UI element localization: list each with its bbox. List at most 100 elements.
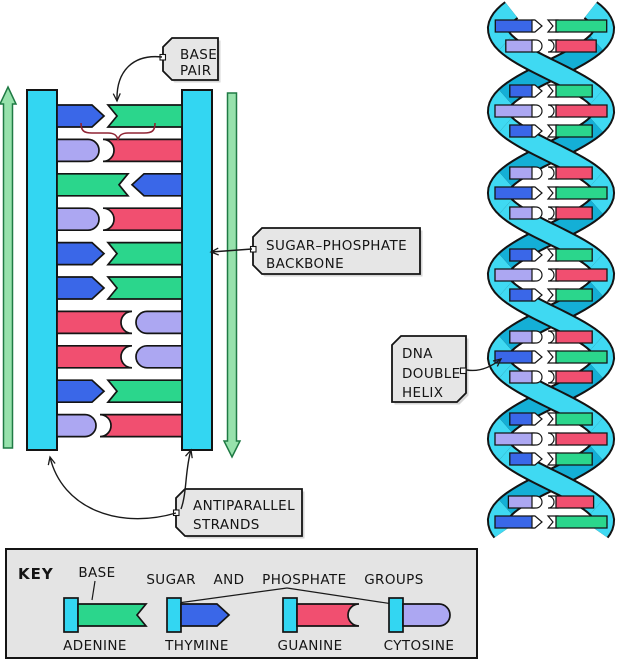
- key-groups-label: SUGAR AND PHOSPHATE GROUPS: [146, 572, 423, 588]
- ladder-base-adenine: [106, 241, 183, 266]
- ladder-diagram: [0, 85, 242, 459]
- key-box: KEY BASE SUGAR AND PHOSPHATE GROUPS ADEN…: [5, 548, 478, 659]
- antiparallel-label-line2: STRANDS: [193, 517, 260, 533]
- ladder-base-cytosine: [135, 310, 183, 335]
- ladder-base-cytosine: [135, 344, 183, 369]
- ladder-base-thymine: [56, 241, 106, 266]
- key-entry-label-guanine: GUANINE: [277, 638, 342, 654]
- dna-helix-label-line3: HELIX: [402, 385, 443, 401]
- helix-base-adenine: [555, 84, 593, 98]
- helix-base-thymine: [509, 248, 535, 262]
- helix-base-guanine: [555, 330, 593, 344]
- antiparallel-pointer-arrow-right: [180, 450, 191, 510]
- antiparallel-pointer-arrow-left: [50, 457, 177, 520]
- backbone-label-line1: SUGAR–PHOSPHATE: [266, 238, 407, 254]
- key-groups-pointer-line-left: [177, 587, 288, 604]
- helix-base-adenine: [555, 186, 608, 200]
- key-base-label: BASE: [78, 565, 115, 581]
- helix-sugar-connector: [531, 248, 543, 262]
- ladder-base-cytosine: [56, 413, 97, 438]
- left-strand-direction-arrow: [0, 85, 18, 449]
- helix-base-thymine: [494, 350, 535, 364]
- ladder-base-adenine: [56, 172, 130, 197]
- key-sugar-phosphate-thymine: [166, 597, 182, 633]
- helix-base-thymine: [494, 186, 535, 200]
- helix-sugar-connector: [531, 350, 543, 364]
- helix-sugar-connector: [531, 495, 543, 509]
- key-base-guanine: [296, 603, 360, 627]
- dna-helix-label-line2: DOUBLE: [402, 366, 461, 382]
- ladder-base-guanine: [99, 413, 183, 438]
- helix-base-thymine: [509, 452, 535, 466]
- helix-sugar-connector: [531, 206, 543, 220]
- base-pair-brace: [80, 122, 156, 141]
- antiparallel-label-tag: ANTIPARALLEL STRANDS: [50, 450, 305, 539]
- base-pair-label-line2: PAIR: [180, 63, 211, 79]
- ladder-base-cytosine: [56, 207, 100, 232]
- helix-sugar-connector: [531, 288, 543, 302]
- helix-base-adenine: [555, 350, 608, 364]
- tag-connector: [172, 509, 180, 517]
- dna-helix-label-line1: DNA: [402, 346, 433, 362]
- helix-base-guanine: [555, 166, 593, 180]
- helix-sugar-connector: [531, 452, 543, 466]
- ladder-base-adenine: [106, 379, 183, 404]
- helix-base-thymine: [509, 288, 535, 302]
- helix-sugar-connector: [531, 186, 543, 200]
- left-backbone-bar: [26, 89, 58, 451]
- base-pair-label-line1: BASE: [180, 47, 217, 63]
- key-base-pointer-line: [91, 580, 96, 601]
- key-glyphs: [63, 597, 451, 633]
- helix-base-cytosine: [509, 166, 535, 180]
- ladder-base-guanine: [102, 138, 183, 163]
- tag-box: [162, 37, 219, 81]
- helix-base-guanine: [555, 495, 595, 509]
- helix-base-cytosine: [509, 370, 535, 384]
- key-entry-label-thymine: THYMINE: [164, 638, 229, 654]
- helix-base-adenine: [555, 248, 593, 262]
- helix-sugar-connector: [531, 104, 543, 118]
- backbone-pointer-arrow: [211, 249, 253, 252]
- key-base-cytosine: [402, 603, 451, 627]
- right-backbone-bar: [181, 89, 213, 451]
- tag-connector: [459, 367, 467, 375]
- base-pair-rows: [56, 104, 183, 438]
- ladder-base-thymine: [56, 379, 106, 404]
- tag-box: [175, 488, 303, 537]
- helix-base-cytosine: [505, 39, 535, 53]
- key-sugar-phosphate-adenine: [63, 597, 79, 633]
- helix-sugar-connector: [531, 268, 543, 282]
- base-pair-label-tag: BASE PAIR: [117, 37, 221, 101]
- helix-base-cytosine: [509, 330, 535, 344]
- key-sugar-phosphate-cytosine: [388, 597, 404, 633]
- helix-base-adenine: [555, 412, 593, 426]
- dna-helix-label-tag: DNA DOUBLE HELIX: [391, 335, 501, 405]
- key-title: KEY: [18, 565, 54, 583]
- dna-helix-pointer-arrow: [466, 359, 501, 372]
- helix-base-cytosine: [494, 268, 535, 282]
- ladder-base-guanine: [56, 344, 133, 369]
- right-strand-direction-arrow: [222, 92, 242, 459]
- helix-sugar-connector: [531, 166, 543, 180]
- helix-sugar-connector: [531, 330, 543, 344]
- helix-base-guanine: [555, 268, 608, 282]
- helix-base-guanine: [555, 206, 593, 220]
- dna-double-helix-illustration: [486, 1, 616, 539]
- helix-base-adenine: [555, 19, 608, 33]
- helix-sugar-connector: [531, 84, 543, 98]
- key-base-adenine: [77, 603, 148, 627]
- helix-base-adenine: [555, 515, 608, 529]
- ladder-base-adenine: [106, 104, 183, 128]
- helix-sugar-connector: [531, 39, 543, 53]
- key-entry-label-cytosine: CYTOSINE: [384, 638, 455, 654]
- tag-box: [391, 335, 467, 403]
- helix-base-cytosine: [494, 104, 535, 118]
- key-groups-pointer-line-right: [286, 587, 394, 605]
- base-pair-pointer-arrow: [117, 55, 163, 101]
- helix-sugar-connector: [531, 432, 543, 446]
- ladder-base-thymine: [130, 172, 183, 197]
- ladder-base-guanine: [56, 310, 133, 335]
- antiparallel-label-line1: ANTIPARALLEL: [193, 498, 295, 514]
